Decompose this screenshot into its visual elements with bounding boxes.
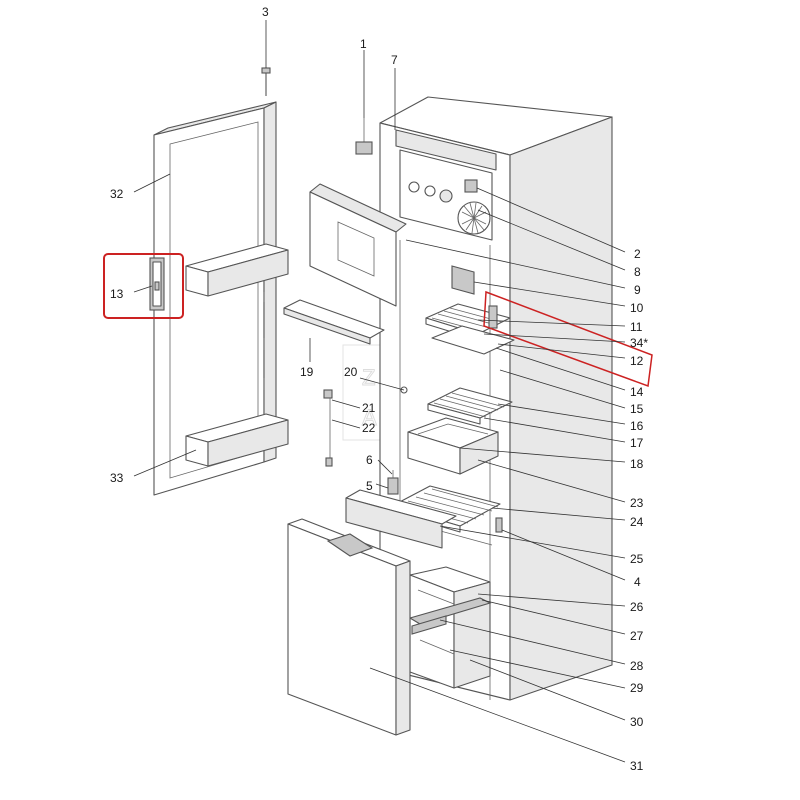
callout-33: 33	[110, 471, 124, 485]
part-1-clip[interactable]	[355, 118, 373, 155]
callout-29: 29	[630, 681, 644, 695]
callout-17: 17	[630, 436, 644, 450]
crisper-tray[interactable]	[407, 417, 499, 475]
freezer-door[interactable]	[287, 518, 411, 736]
part-3-screw[interactable]	[261, 67, 271, 96]
callout-10: 10	[630, 301, 644, 315]
callout-31: 31	[630, 759, 644, 773]
callout-14: 14	[630, 385, 644, 399]
freezer-basket[interactable]	[408, 566, 492, 689]
callout-18: 18	[630, 457, 644, 471]
callout-26: 26	[630, 600, 644, 614]
cabinet-body[interactable]	[379, 96, 613, 701]
callout-15: 15	[630, 402, 644, 416]
leader-lines	[133, 20, 626, 763]
part-21-22-rod[interactable]	[323, 389, 333, 467]
callout-19: 19	[300, 365, 314, 379]
callout-2: 2	[634, 247, 641, 261]
callout-25: 25	[630, 552, 644, 566]
callout-5: 5	[366, 479, 373, 493]
callout-28: 28	[630, 659, 644, 673]
callout-20: 20	[344, 365, 358, 379]
shelf-middle[interactable]	[427, 387, 513, 425]
callout-24: 24	[630, 515, 644, 529]
callout-8: 8	[634, 265, 641, 279]
hinge-pin[interactable]	[495, 517, 503, 533]
callout-12: 12	[630, 354, 644, 368]
door-handle-part-13[interactable]	[149, 257, 165, 311]
callout-9: 9	[634, 283, 641, 297]
callout-21: 21	[362, 401, 376, 415]
callout-13: 13	[110, 287, 124, 301]
evaporator-cover[interactable]	[309, 183, 407, 307]
callout-6: 6	[366, 453, 373, 467]
crisper-cover[interactable]	[431, 325, 515, 355]
fridge-door[interactable]	[153, 101, 289, 496]
callout-23: 23	[630, 496, 644, 510]
callout-22: 22	[362, 421, 376, 435]
callout-34: 34*	[630, 336, 648, 350]
callout-7: 7	[391, 53, 398, 67]
callout-4: 4	[634, 575, 641, 589]
callout-11: 11	[630, 320, 643, 334]
highlight-box-part-34	[483, 290, 653, 388]
middle-hinge[interactable]	[387, 470, 399, 495]
callout-27: 27	[630, 629, 644, 643]
callout-30: 30	[630, 715, 644, 729]
highlight-box-part-13	[103, 253, 184, 319]
callout-3: 3	[262, 5, 269, 19]
callout-16: 16	[630, 419, 644, 433]
callout-1: 1	[360, 37, 367, 51]
callout-32: 32	[110, 187, 124, 201]
front-trim-bar[interactable]	[345, 489, 457, 549]
callout-labels: 3 1 7 32 13 33 19 20 21 22 6 5 2 8 9 10 …	[110, 5, 648, 773]
door-shelf-19[interactable]	[283, 299, 385, 345]
